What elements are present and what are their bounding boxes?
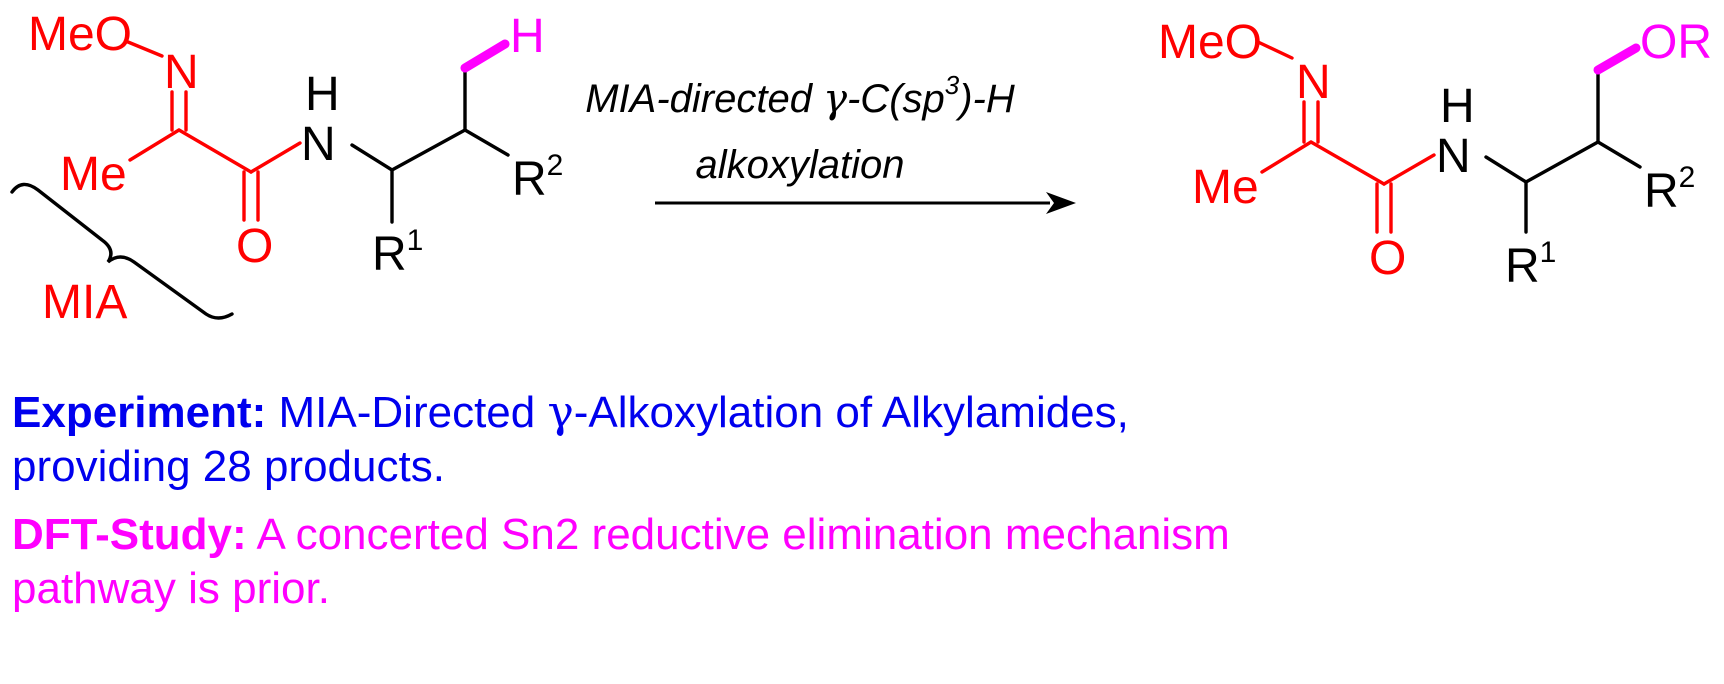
product-amide-n-label: N <box>1436 130 1471 183</box>
reactant-structure: MeO N Me O H N R1 R2 H <box>28 8 563 281</box>
dft-line1: A concerted Sn2 reductive elimination me… <box>246 510 1230 559</box>
product-me-label: Me <box>1192 161 1259 214</box>
product-meo-label: MeO <box>1158 16 1262 69</box>
dft-line2: pathway is prior. <box>12 564 330 613</box>
bond-c-me <box>1260 140 1313 174</box>
bond-c-carbonyl <box>1309 140 1386 186</box>
experiment-text-b: -Alkoxylation of Alkylamides, <box>573 388 1129 437</box>
bond-meo-n <box>126 40 164 58</box>
bond-calpha-cbeta <box>390 128 467 172</box>
bond-c-me <box>128 128 181 162</box>
bond-carbonyl-n <box>249 141 302 174</box>
reactant-r2-label: R2 <box>512 149 563 206</box>
reactant-gamma-h-label: H <box>510 10 545 63</box>
arrow-head <box>1046 192 1076 214</box>
arrow-condition-line2: alkoxylation <box>695 143 904 187</box>
experiment-line2: providing 28 products. <box>12 442 445 491</box>
reaction-arrow: MIA-directed γ-C(sp3)-H alkoxylation <box>585 70 1076 214</box>
product-or-label: OR <box>1640 16 1712 69</box>
product-r2-label: R2 <box>1644 161 1695 218</box>
experiment-summary: Experiment: MIA-Directed γ-Alkoxylation … <box>12 386 1652 494</box>
reactant-amide-h-label: H <box>305 68 340 121</box>
experiment-text-a: MIA-Directed <box>266 388 548 437</box>
bond-gamma-co <box>1593 43 1641 75</box>
bond-gamma-ch <box>460 39 510 73</box>
experiment-gamma: γ <box>547 387 574 438</box>
bond-cbeta-r2 <box>1596 140 1642 169</box>
dft-label: DFT-Study: <box>12 510 247 559</box>
product-r1-label: R1 <box>1505 236 1556 293</box>
reactant-oxime-n-label: N <box>164 46 199 99</box>
bond-meo-n <box>1256 40 1294 60</box>
product-o-label: O <box>1369 232 1406 285</box>
reactant-amide-n-label: N <box>301 118 336 171</box>
brace-curve <box>10 182 234 320</box>
experiment-label: Experiment: <box>12 388 267 437</box>
bond-carbonyl-n <box>1382 153 1436 186</box>
bond-n-calpha <box>1484 155 1528 184</box>
mia-brace <box>10 182 234 320</box>
reaction-scheme: MeO N Me O H N R1 R2 H MIA MIA-directed … <box>10 8 1712 329</box>
reactant-o-label: O <box>236 220 273 273</box>
bond-n-calpha <box>350 143 394 172</box>
arrow-condition-line1: MIA-directed γ-C(sp3)-H <box>585 70 1015 122</box>
bond-cbeta-r2 <box>463 128 510 157</box>
mia-label: MIA <box>42 276 127 329</box>
bond-c-carbonyl <box>177 128 253 174</box>
bond-calpha-cbeta <box>1524 140 1600 184</box>
product-oxime-n-label: N <box>1296 56 1331 109</box>
reactant-r1-label: R1 <box>372 224 423 281</box>
product-structure: MeO N Me O H N R1 R2 OR <box>1158 16 1712 293</box>
reactant-meo-label: MeO <box>28 8 132 61</box>
dft-summary: DFT-Study: A concerted Sn2 reductive eli… <box>12 508 1652 616</box>
reactant-me-label: Me <box>60 148 127 201</box>
product-amide-h-label: H <box>1440 80 1475 133</box>
